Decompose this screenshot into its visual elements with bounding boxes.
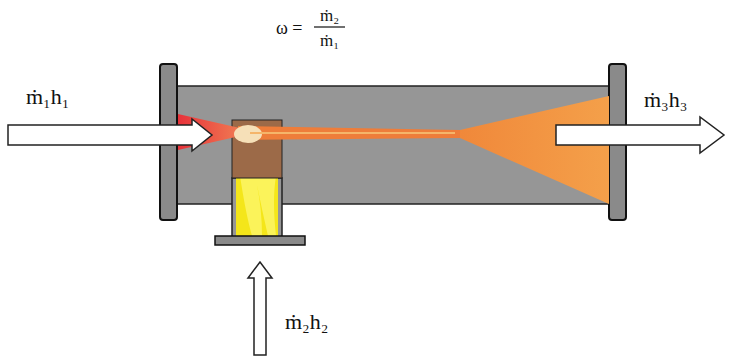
fraction-denominator: ṁ₁ [320, 32, 339, 49]
outlet-arrow [556, 117, 724, 153]
fraction-numerator: ṁ₂ [320, 7, 339, 24]
suction-flow-label: ṁ₂h₂ [285, 311, 328, 333]
suction-flow-highlight [240, 176, 276, 236]
diffuser [460, 96, 609, 204]
suction-flange [215, 236, 305, 245]
mixing-tube [238, 126, 460, 140]
inlet-arrow [8, 119, 212, 151]
inlet-flow-label: ṁ₁h₁ [26, 86, 69, 108]
ratio-symbol: ω = [276, 19, 303, 37]
fraction-bar [314, 26, 345, 27]
flow-streak [250, 132, 455, 134]
outlet-flow-label: ṁ₃h₃ [644, 89, 687, 111]
suction-arrow [248, 262, 272, 355]
suction-flow [236, 176, 278, 236]
